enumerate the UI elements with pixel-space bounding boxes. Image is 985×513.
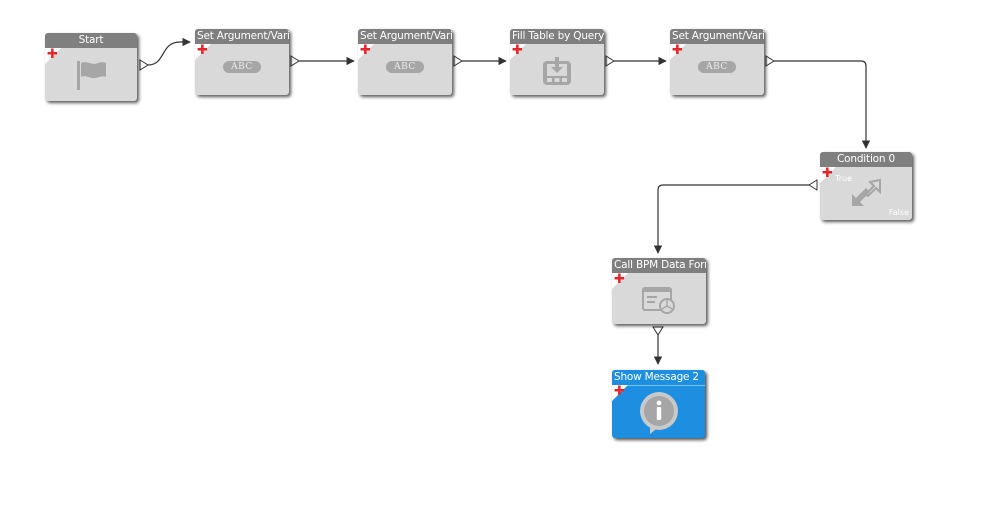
out-port-set-arg-2[interactable]	[453, 55, 463, 67]
true-label: True	[835, 174, 852, 183]
add-icon[interactable]: ✚	[197, 43, 208, 58]
out-port-call-bpm[interactable]	[652, 326, 664, 336]
abc-icon: ABC	[358, 51, 452, 91]
true-port-condition[interactable]	[808, 179, 818, 191]
node-start[interactable]: Start ✚	[45, 33, 137, 101]
node-title: Call BPM Data Forr	[612, 258, 706, 273]
node-fold	[612, 273, 628, 289]
node-fold	[612, 385, 628, 401]
add-icon[interactable]: ✚	[614, 384, 625, 399]
node-fold	[510, 44, 526, 60]
flag-icon	[45, 55, 137, 95]
add-icon[interactable]: ✚	[822, 166, 833, 181]
node-show-message-2[interactable]: Show Message 2 ✚	[612, 370, 705, 438]
node-title: Condition 0	[820, 152, 912, 167]
node-fold	[358, 44, 374, 60]
node-title: Set Argument/Vari	[195, 29, 289, 44]
false-label: False	[888, 208, 909, 217]
download-table-icon	[510, 51, 604, 91]
add-icon[interactable]: ✚	[672, 43, 683, 58]
abc-icon: ABC	[195, 51, 289, 91]
node-condition-0[interactable]: Condition 0 ✚ True False	[820, 152, 912, 220]
connector-condition-to-call-bpm	[653, 184, 809, 254]
out-port-set-arg-1[interactable]	[290, 55, 300, 67]
split-arrows-icon	[820, 174, 912, 214]
abc-label: ABC	[698, 61, 736, 73]
node-title: Start	[45, 33, 137, 48]
abc-icon: ABC	[670, 51, 764, 91]
node-fold	[195, 44, 211, 60]
node-fold	[45, 48, 61, 64]
add-icon[interactable]: ✚	[614, 272, 625, 287]
node-fill-table-by-query[interactable]: Fill Table by Query ✚	[510, 29, 604, 95]
node-set-argument-1[interactable]: Set Argument/Vari ✚ ABC	[195, 29, 289, 95]
node-call-bpm-data-form[interactable]: Call BPM Data Forr ✚	[612, 258, 706, 324]
out-port-start[interactable]	[139, 59, 149, 71]
out-port-set-arg-3[interactable]	[765, 55, 775, 67]
info-bubble-icon	[612, 390, 705, 436]
node-title: Show Message 2	[612, 370, 705, 386]
form-gear-icon	[612, 280, 706, 320]
node-set-argument-2[interactable]: Set Argument/Vari ✚ ABC	[358, 29, 452, 95]
node-fold	[670, 44, 686, 60]
node-fold	[820, 167, 836, 183]
connector-set-arg-3-to-condition	[774, 60, 871, 149]
node-title: Fill Table by Query	[510, 29, 604, 44]
connector-start-to-set-arg-1	[147, 37, 191, 66]
node-set-argument-3[interactable]: Set Argument/Vari ✚ ABC	[670, 29, 764, 95]
abc-label: ABC	[386, 61, 424, 73]
add-icon[interactable]: ✚	[360, 43, 371, 58]
node-title: Set Argument/Vari	[358, 29, 452, 44]
add-icon[interactable]: ✚	[512, 43, 523, 58]
abc-label: ABC	[223, 61, 261, 73]
add-icon[interactable]: ✚	[47, 47, 58, 62]
out-port-fill-table[interactable]	[605, 55, 615, 67]
node-title: Set Argument/Vari	[670, 29, 764, 44]
